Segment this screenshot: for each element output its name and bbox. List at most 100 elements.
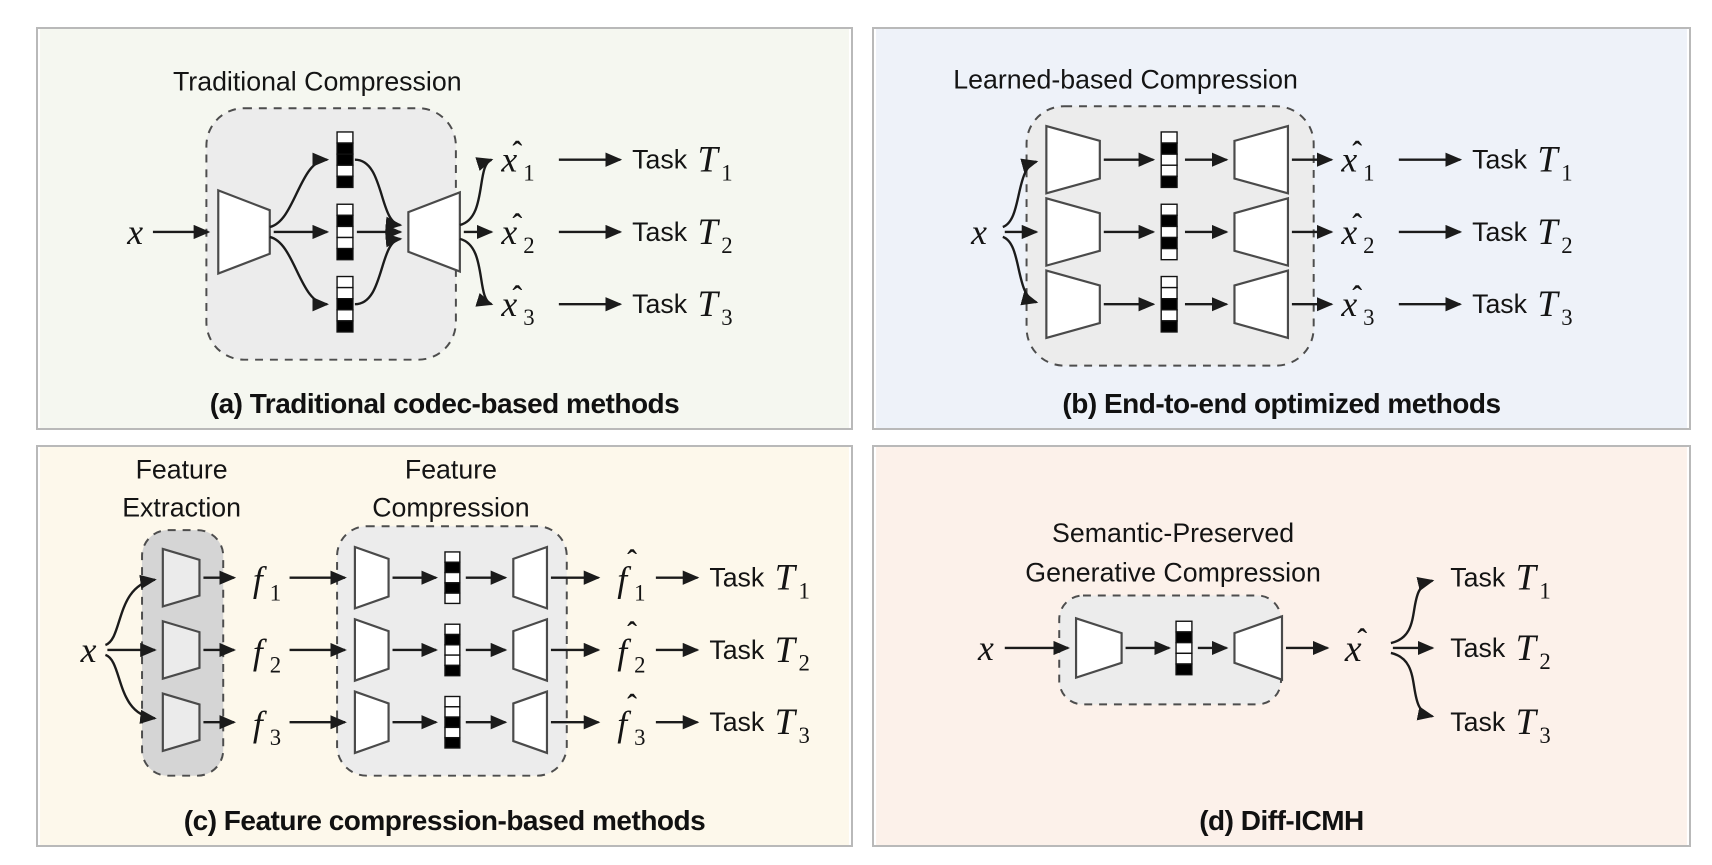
svg-text:Task: Task [632, 217, 688, 247]
svg-text:x: x [1340, 284, 1357, 324]
input-x-label: x [80, 630, 97, 670]
svg-text:3: 3 [721, 305, 732, 330]
bitstream-icon [1160, 203, 1178, 261]
svg-text:T: T [775, 701, 798, 742]
svg-text:2: 2 [270, 653, 281, 678]
bitstream-icon [1160, 131, 1178, 189]
svg-text:3: 3 [270, 725, 281, 750]
svg-text:T: T [1537, 211, 1560, 252]
decoder-icon [512, 617, 549, 683]
encoder-icon [1045, 124, 1101, 195]
svg-text:1: 1 [1561, 160, 1572, 185]
svg-text:Task: Task [1450, 563, 1506, 593]
svg-text:Task: Task [1450, 633, 1506, 663]
panel-d-caption: (d) Diff-ICMH [1199, 805, 1364, 836]
svg-text:2: 2 [798, 651, 809, 676]
encoder-icon [353, 690, 390, 755]
svg-text:ˆ: ˆ [627, 689, 637, 721]
output-xhat-1-label: x ˆ 1 [1340, 137, 1374, 186]
codec-row [353, 617, 601, 683]
task-t1-label: Task T 1 [709, 557, 809, 604]
svg-text:3: 3 [1363, 305, 1374, 330]
svg-text:x: x [500, 212, 517, 252]
svg-text:Feature: Feature [405, 455, 497, 485]
encoder-icon [217, 188, 271, 276]
bitstream-to-decoder-arrows [354, 158, 403, 306]
task-t3-label: Task T 3 [632, 283, 732, 330]
svg-text:3: 3 [634, 725, 645, 750]
decoder-icon [407, 190, 461, 274]
svg-text:2: 2 [1561, 233, 1572, 258]
svg-text:1: 1 [270, 580, 281, 605]
svg-text:ˆ: ˆ [1352, 209, 1362, 241]
svg-text:1: 1 [1539, 578, 1550, 603]
output-xhat-3-label: x ˆ 3 [1340, 281, 1374, 330]
svg-text:ˆ: ˆ [512, 281, 522, 313]
bitstream-icon [1160, 275, 1178, 333]
task-t3-label: Task T 3 [709, 701, 809, 748]
bitstream-icon [336, 275, 354, 333]
svg-text:T: T [1516, 557, 1539, 598]
input-x-label: x [970, 212, 987, 252]
output-xhat-2-label: x ˆ 2 [1340, 209, 1374, 258]
svg-text:ˆ: ˆ [627, 545, 637, 577]
panel-a-diagram: Traditional Compression x [40, 29, 849, 428]
svg-text:Task: Task [709, 563, 765, 593]
svg-text:1: 1 [721, 160, 732, 185]
svg-text:Extraction: Extraction [122, 492, 241, 522]
svg-text:2: 2 [721, 233, 732, 258]
svg-text:T: T [1516, 627, 1539, 668]
task-t2-label: Task T 2 [1450, 627, 1550, 674]
compression-title: Feature Compression [372, 455, 529, 523]
bitstream-icon [336, 203, 354, 261]
output-xhat-3-label: x ˆ 3 [500, 281, 534, 330]
svg-text:ˆ: ˆ [627, 617, 637, 649]
svg-text:T: T [1516, 701, 1539, 742]
feature-extractor-icon [161, 619, 201, 681]
svg-text:2: 2 [1539, 649, 1550, 674]
svg-text:2: 2 [1363, 233, 1374, 258]
encoder-icon [353, 617, 390, 683]
feature-extractor-icon [161, 692, 201, 753]
svg-text:ˆ: ˆ [1357, 624, 1367, 656]
input-branch-arrows [104, 574, 157, 724]
bitstream-icon [444, 551, 461, 605]
svg-text:ˆ: ˆ [1352, 137, 1362, 169]
svg-text:3: 3 [523, 305, 534, 330]
panel-b-diagram: Learned-based Compression x [876, 29, 1687, 428]
decoder-icon [512, 690, 549, 755]
svg-text:T: T [1537, 139, 1560, 180]
decoder-to-output-arrows [459, 157, 494, 307]
task-t1-label: Task T 1 [1472, 139, 1572, 186]
svg-text:Compression: Compression [372, 492, 529, 522]
output-xhat-1-label: x ˆ 1 [500, 137, 534, 186]
svg-text:2: 2 [523, 233, 534, 258]
task-t2-label: Task T 2 [1472, 211, 1572, 258]
task-t1-label: Task T 1 [632, 139, 732, 186]
svg-text:T: T [697, 139, 720, 180]
input-branch-arrows [1002, 158, 1039, 306]
panel-c-diagram: Feature Extraction Feature Compression x [40, 447, 849, 845]
bitstream-icon [1175, 620, 1193, 676]
decoder-icon [1233, 614, 1284, 682]
decoder-icon [1233, 196, 1290, 268]
encoder-icon [1045, 269, 1101, 340]
svg-text:T: T [697, 211, 720, 252]
svg-text:Semantic-Preserved: Semantic-Preserved [1052, 518, 1294, 548]
svg-text:3: 3 [1561, 305, 1572, 330]
panel-d-diagram: Semantic-Preserved Generative Compressio… [876, 447, 1687, 845]
codec-row [353, 690, 601, 755]
svg-text:x: x [1340, 212, 1357, 252]
panel-c-feature-compression: Feature Extraction Feature Compression x [36, 445, 853, 847]
panel-a-traditional-codec: Traditional Compression x [36, 27, 853, 430]
input-x-label: x [126, 212, 143, 252]
codec-row [353, 545, 601, 610]
svg-text:1: 1 [523, 160, 534, 185]
bitstream-icon [444, 695, 461, 749]
svg-text:1: 1 [634, 580, 645, 605]
svg-text:x: x [1344, 628, 1362, 670]
panel-a-caption: (a) Traditional codec-based methods [209, 388, 680, 419]
decoder-icon [1233, 269, 1290, 340]
svg-text:T: T [775, 629, 798, 670]
